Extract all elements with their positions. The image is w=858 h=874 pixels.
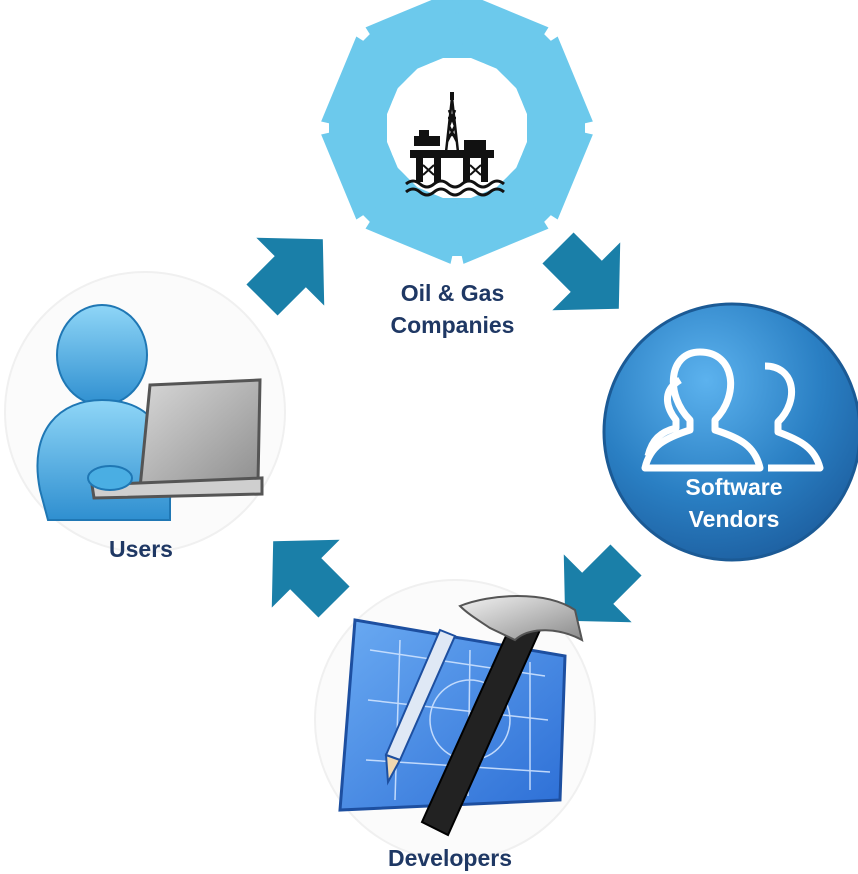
blueprint-hammer-icon [338, 595, 584, 837]
arrow-vendors-to-developers [563, 544, 642, 623]
developers-label: Developers [387, 845, 512, 871]
people-group-icon [641, 348, 824, 472]
oil-rig-icon [405, 92, 505, 197]
arrow-developers-to-users [271, 539, 350, 618]
arrow-users-to-oilgas [246, 237, 325, 316]
software-vendors-label: Software Vendors [685, 474, 783, 532]
user-laptop-icon [36, 304, 264, 521]
oil-gas-wheel [321, 0, 593, 264]
arrow-oilgas-to-vendors [542, 232, 621, 311]
hammer-head [458, 595, 584, 642]
pencil-icon [384, 628, 457, 786]
users-label: Users [109, 536, 173, 562]
oil-gas-label: Oil & Gas Companies [390, 280, 515, 338]
software-vendors-circle [602, 302, 858, 562]
